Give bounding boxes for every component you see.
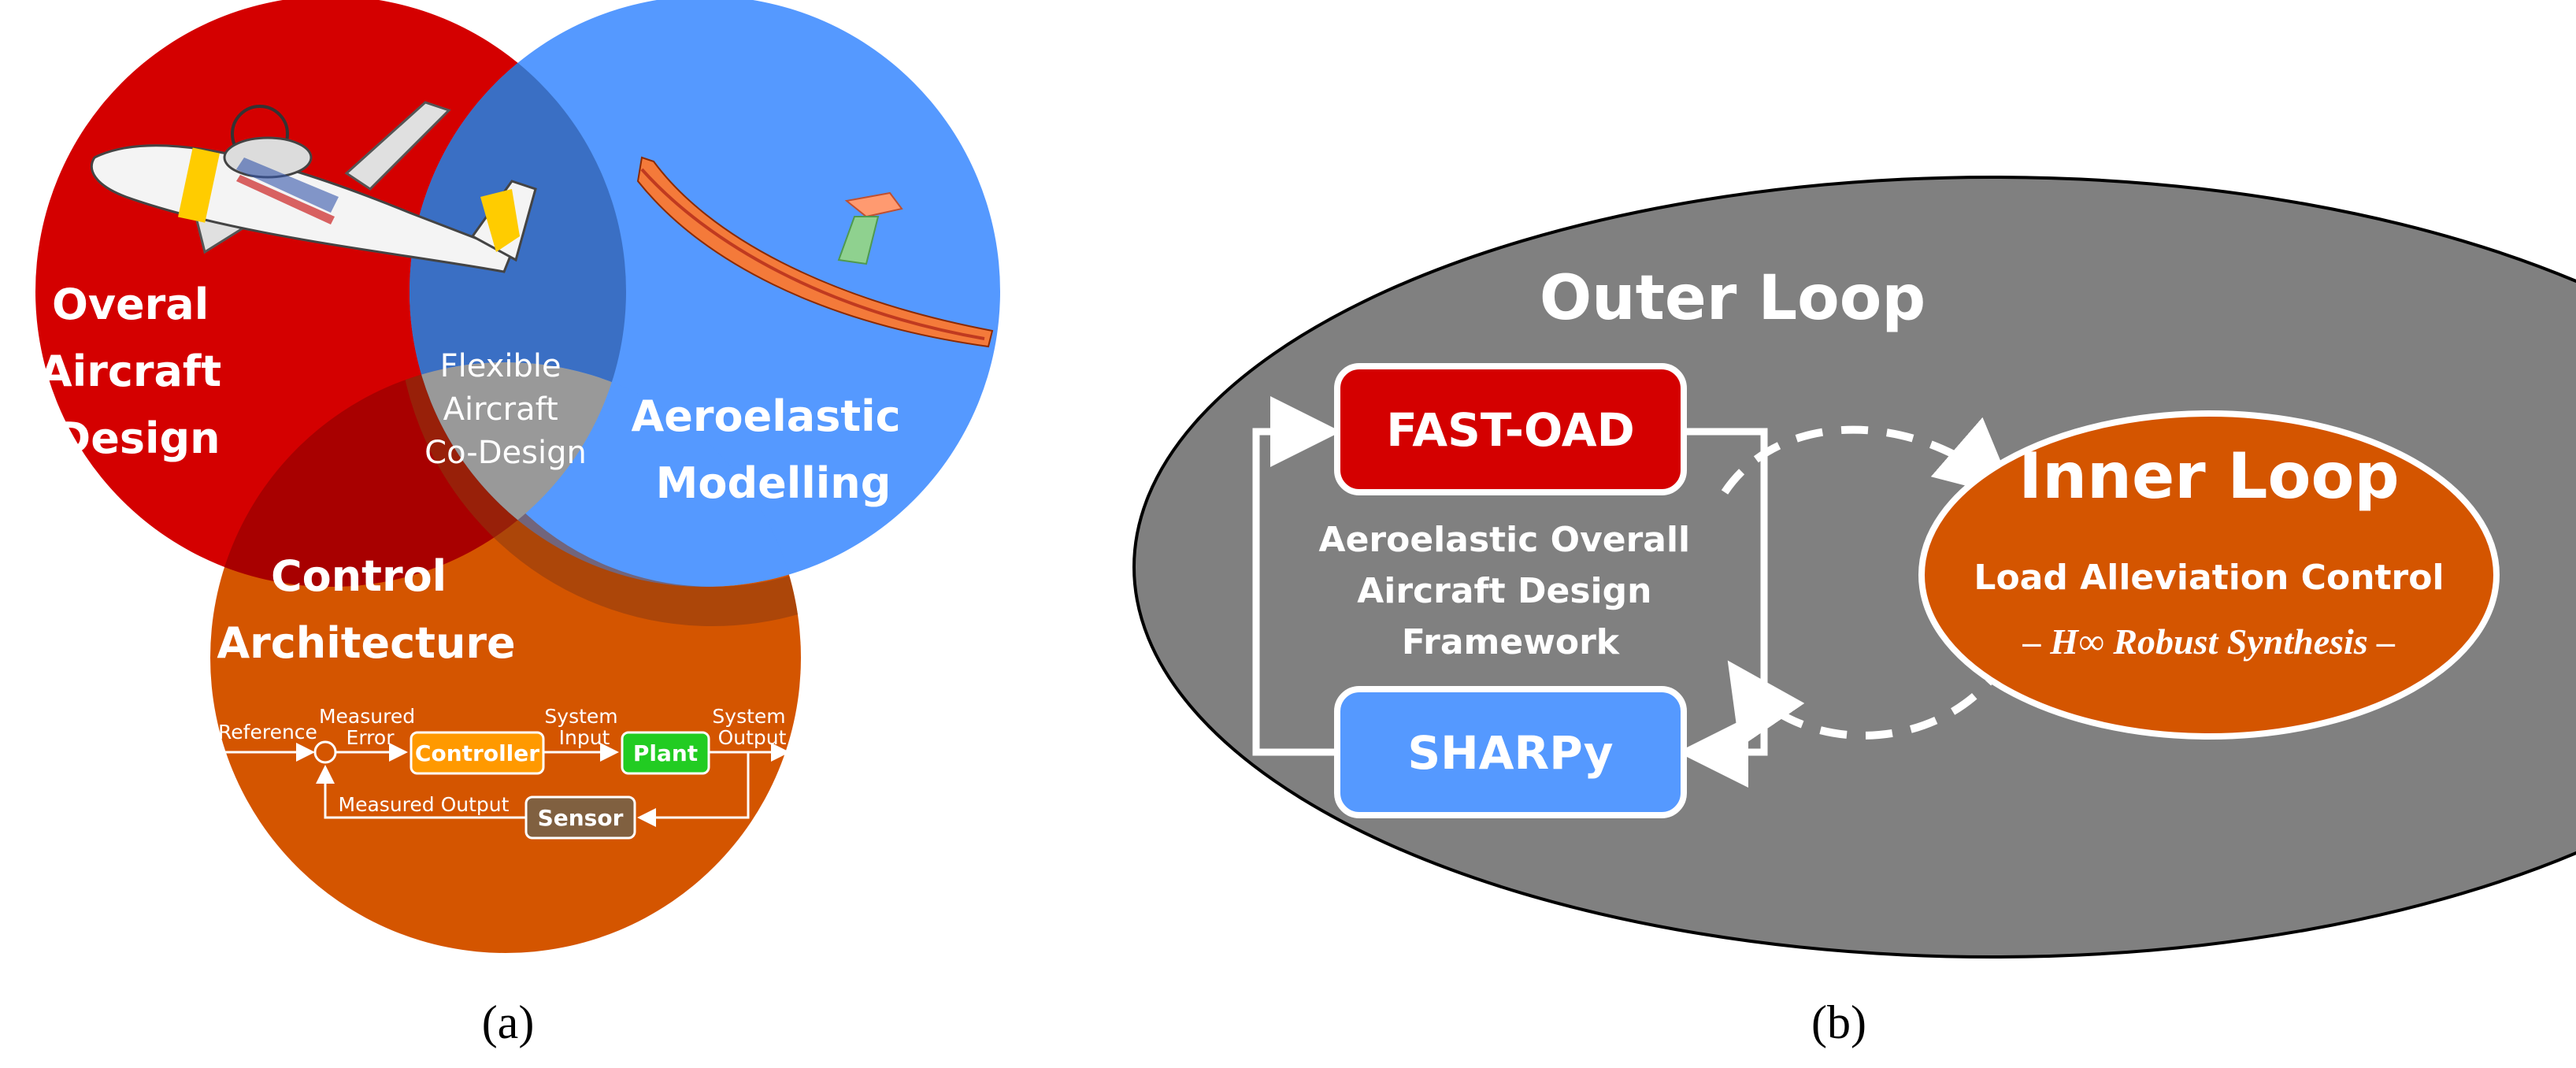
blue-label-1: Aeroelastic [631, 391, 900, 441]
svg-text:Measured Error: Measured Error [319, 705, 421, 749]
svg-text:Flexible Aircraft: Flexible Aircraft Co-Design [424, 348, 587, 471]
system-input-label-2: Input [559, 726, 610, 749]
svg-text:System Input: System Input [544, 705, 624, 749]
fast-oad-label: FAST-OAD [1386, 403, 1635, 457]
sharpy-label: SHARPy [1407, 726, 1613, 780]
load-alleviation-label: Load Alleviation Control [1974, 558, 2444, 598]
venn-diagram: Overal Aircraft Design Aeroelastic Model… [35, 0, 1000, 953]
svg-text:Aeroelastic Overall Airc: Aeroelastic Overall Aircraft Design Fram… [1319, 520, 1703, 662]
reference-label: Reference [218, 721, 317, 744]
red-label-1: Overal [52, 280, 209, 329]
framework-label-3: Framework [1402, 622, 1621, 662]
measured-output-label: Measured Output [339, 793, 510, 816]
measured-error-label-2: Error [347, 726, 395, 749]
overlap-label-1: Flexible [440, 348, 562, 384]
svg-text:Control Architecture: Control Architecture [217, 551, 515, 668]
orange-label-2: Architecture [217, 618, 515, 668]
framework-label-1: Aeroelastic Overall [1319, 520, 1691, 560]
system-output-label-2: Output [718, 726, 787, 749]
red-label-3: Design [55, 413, 220, 463]
inner-loop-ellipse [1918, 410, 2500, 740]
svg-text:Overal Aircraft De: Overal Aircraft Design [39, 280, 236, 463]
loop-diagram: Outer Loop FAST-OAD SHARPy Aeroelastic O… [1132, 176, 2576, 959]
aircraft-illustration [90, 101, 537, 273]
sharpy-block [1334, 686, 1687, 818]
dashed-arrow-to-inner [1721, 417, 2017, 499]
svg-text:System Output: System Output [712, 705, 791, 749]
plant-label: Plant [633, 740, 698, 766]
overlap-label-2: Aircraft [443, 391, 558, 428]
caption-b: (b) [1811, 996, 1866, 1048]
orange-label-1: Control [271, 551, 447, 601]
svg-text:Aeroelastic Modelling: Aeroelastic Modelling [631, 391, 915, 508]
red-label-2: Aircraft [39, 347, 221, 396]
outer-loop-title: Outer Loop [1540, 263, 1926, 334]
loop-arrow-left [1252, 396, 1341, 756]
sensor-label: Sensor [538, 805, 624, 831]
wing-illustration [636, 156, 994, 348]
controller-label: Controller [415, 740, 539, 766]
system-output-label-1: System [712, 705, 785, 728]
fast-oad-block [1334, 363, 1687, 495]
measured-error-label-1: Measured [319, 705, 415, 728]
system-input-label-1: System [544, 705, 617, 728]
caption-a: (a) [482, 996, 535, 1048]
synthesis-label: – H∞ Robust Synthesis – [2022, 621, 2395, 662]
overlap-label-3: Co-Design [424, 435, 587, 471]
framework-label-2: Aircraft Design [1357, 571, 1651, 611]
loop-arrow-right [1677, 428, 1768, 788]
control-block-diagram: Controller Plant Sensor Reference Measur… [218, 705, 791, 840]
dashed-arrow-from-inner [1727, 659, 2008, 748]
inner-loop-title: Inner Loop [2018, 439, 2399, 513]
blue-label-2: Modelling [656, 458, 891, 508]
